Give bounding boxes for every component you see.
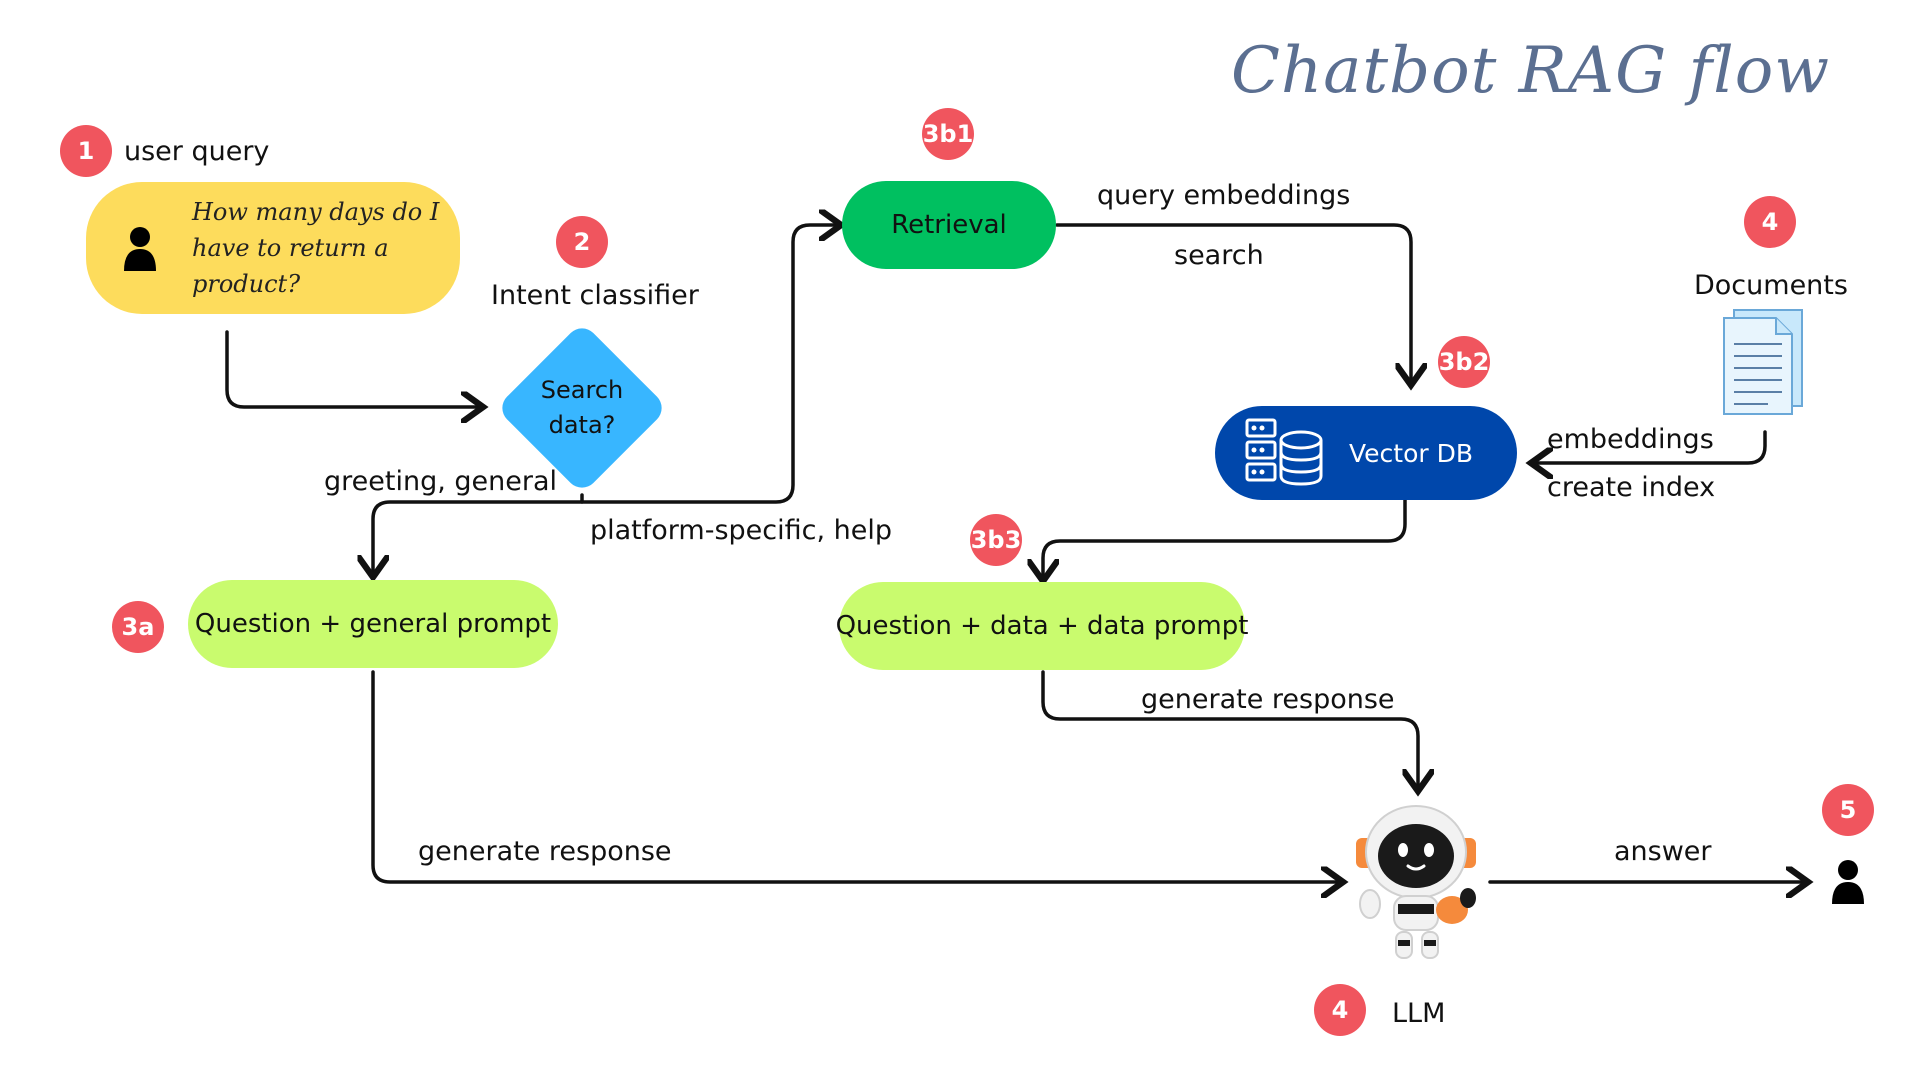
query-line: have to return a [192, 234, 389, 262]
step-badge-5: 5 [1822, 784, 1874, 836]
llm-label: LLM [1392, 998, 1446, 1029]
query-line: product? [192, 270, 301, 298]
user-query-text: How many days do I have to return a prod… [192, 194, 439, 302]
edge-classifier-to-general [373, 493, 584, 574]
step-badge-4-documents: 4 [1744, 196, 1796, 248]
decision-line: Search [540, 376, 624, 404]
documents-label: Documents [1694, 270, 1848, 301]
retrieval-node: Retrieval [842, 181, 1056, 269]
vector-db-node: Vector DB [1215, 406, 1517, 500]
edge-label-greeting-general: greeting, general [324, 466, 557, 497]
data-prompt-label: Question + data + data prompt [835, 611, 1249, 641]
edge-label-answer: answer [1614, 836, 1712, 867]
data-prompt-node: Question + data + data prompt [836, 582, 1248, 670]
general-prompt-label: Question + general prompt [194, 609, 552, 639]
edge-query-to-classifier [225, 330, 480, 407]
user-query-label: user query [124, 136, 270, 167]
decision-text: Search data? [512, 366, 652, 450]
robot-icon [1336, 800, 1496, 970]
general-prompt-node: Question + general prompt [188, 580, 558, 668]
step-badge-3a: 3a [112, 601, 164, 653]
query-line: How many days do I [192, 198, 440, 226]
edge-label-embeddings: embeddings [1547, 424, 1714, 455]
person-icon [1830, 858, 1866, 904]
person-icon [122, 225, 158, 271]
step-badge-3b2: 3b2 [1438, 336, 1490, 388]
database-icon [1245, 416, 1325, 490]
step-badge-3b3: 3b3 [970, 514, 1022, 566]
edge-label-query-embeddings: query embeddings [1097, 180, 1351, 211]
edge-label-create-index: create index [1547, 472, 1716, 503]
intent-classifier-label: Intent classifier [491, 280, 699, 311]
edge-label-platform-specific: platform-specific, help [590, 515, 893, 546]
edge-vectordb-to-data-prompt [1043, 498, 1407, 578]
document-icon [1720, 308, 1806, 416]
step-badge-3b1: 3b1 [922, 108, 974, 160]
edge-label-generate-response-data: generate response [1141, 684, 1395, 715]
decision-line: data? [548, 411, 616, 439]
step-badge-4-llm: 4 [1314, 984, 1366, 1036]
diagram-title: Chatbot RAG flow [1231, 34, 1830, 108]
step-badge-2: 2 [556, 216, 608, 268]
edge-label-search: search [1174, 240, 1264, 271]
edge-label-generate-response-general: generate response [418, 836, 672, 867]
vector-db-label: Vector DB [1349, 438, 1474, 468]
retrieval-label: Retrieval [891, 210, 1007, 240]
user-query-box: How many days do I have to return a prod… [86, 182, 460, 314]
step-badge-1: 1 [60, 125, 112, 177]
